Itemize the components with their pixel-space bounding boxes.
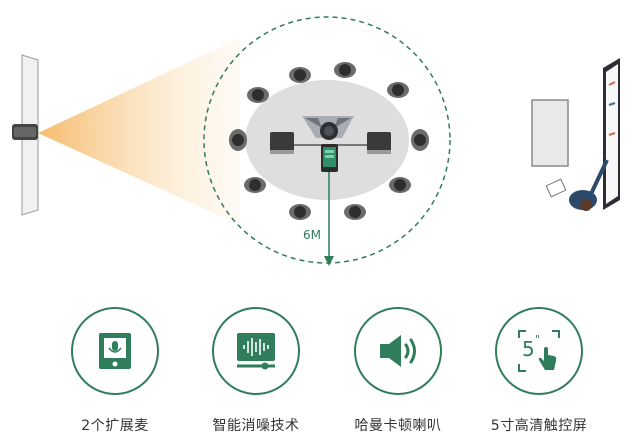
feature-label: 哈曼卡顿喇叭 xyxy=(354,418,442,434)
door-icon xyxy=(531,99,569,167)
camera-field-of-view xyxy=(38,38,240,225)
distance-label: 6M xyxy=(303,228,321,242)
feature-icon-circle xyxy=(354,307,442,395)
feature-item: 哈曼卡顿喇叭 xyxy=(333,295,463,435)
svg-text:5: 5 xyxy=(522,337,535,361)
presenter-icon xyxy=(545,159,609,211)
conference-phone-icon xyxy=(302,116,354,140)
svg-text:": " xyxy=(535,333,540,346)
conference-room-illustration xyxy=(12,16,620,266)
touch-panel-icon xyxy=(321,144,338,172)
feature-icon-circle: 5 " xyxy=(495,307,583,395)
feature-label: 5寸高清触控屏 xyxy=(490,418,588,434)
wall-camera-icon xyxy=(12,54,39,216)
feature-label: 智能消噪技术 xyxy=(212,418,300,434)
feature-item: 5 " 5寸高清触控屏 xyxy=(474,295,604,435)
feature-item: 智能消噪技术 xyxy=(191,295,321,435)
touch-screen-icon: 5 " xyxy=(518,330,560,372)
whiteboard-icon xyxy=(603,58,620,210)
feature-label: 2个扩展麦 xyxy=(81,418,149,434)
feature-icon-circle xyxy=(212,307,300,395)
speaker-icon xyxy=(380,335,416,367)
pickup-range-circle xyxy=(203,16,451,264)
meeting-participants xyxy=(229,62,429,220)
feature-icon-circle xyxy=(71,307,159,395)
expansion-mic-right-icon xyxy=(367,132,391,154)
feature-item: 2个扩展麦 xyxy=(50,295,180,435)
expansion-mic-left-icon xyxy=(270,132,294,154)
noise-cancel-monitor-icon xyxy=(237,333,275,370)
meeting-area xyxy=(245,80,409,200)
tablet-mic-icon xyxy=(99,333,131,369)
feature-list: 2个扩展麦 智能消噪技术 xyxy=(0,295,638,445)
